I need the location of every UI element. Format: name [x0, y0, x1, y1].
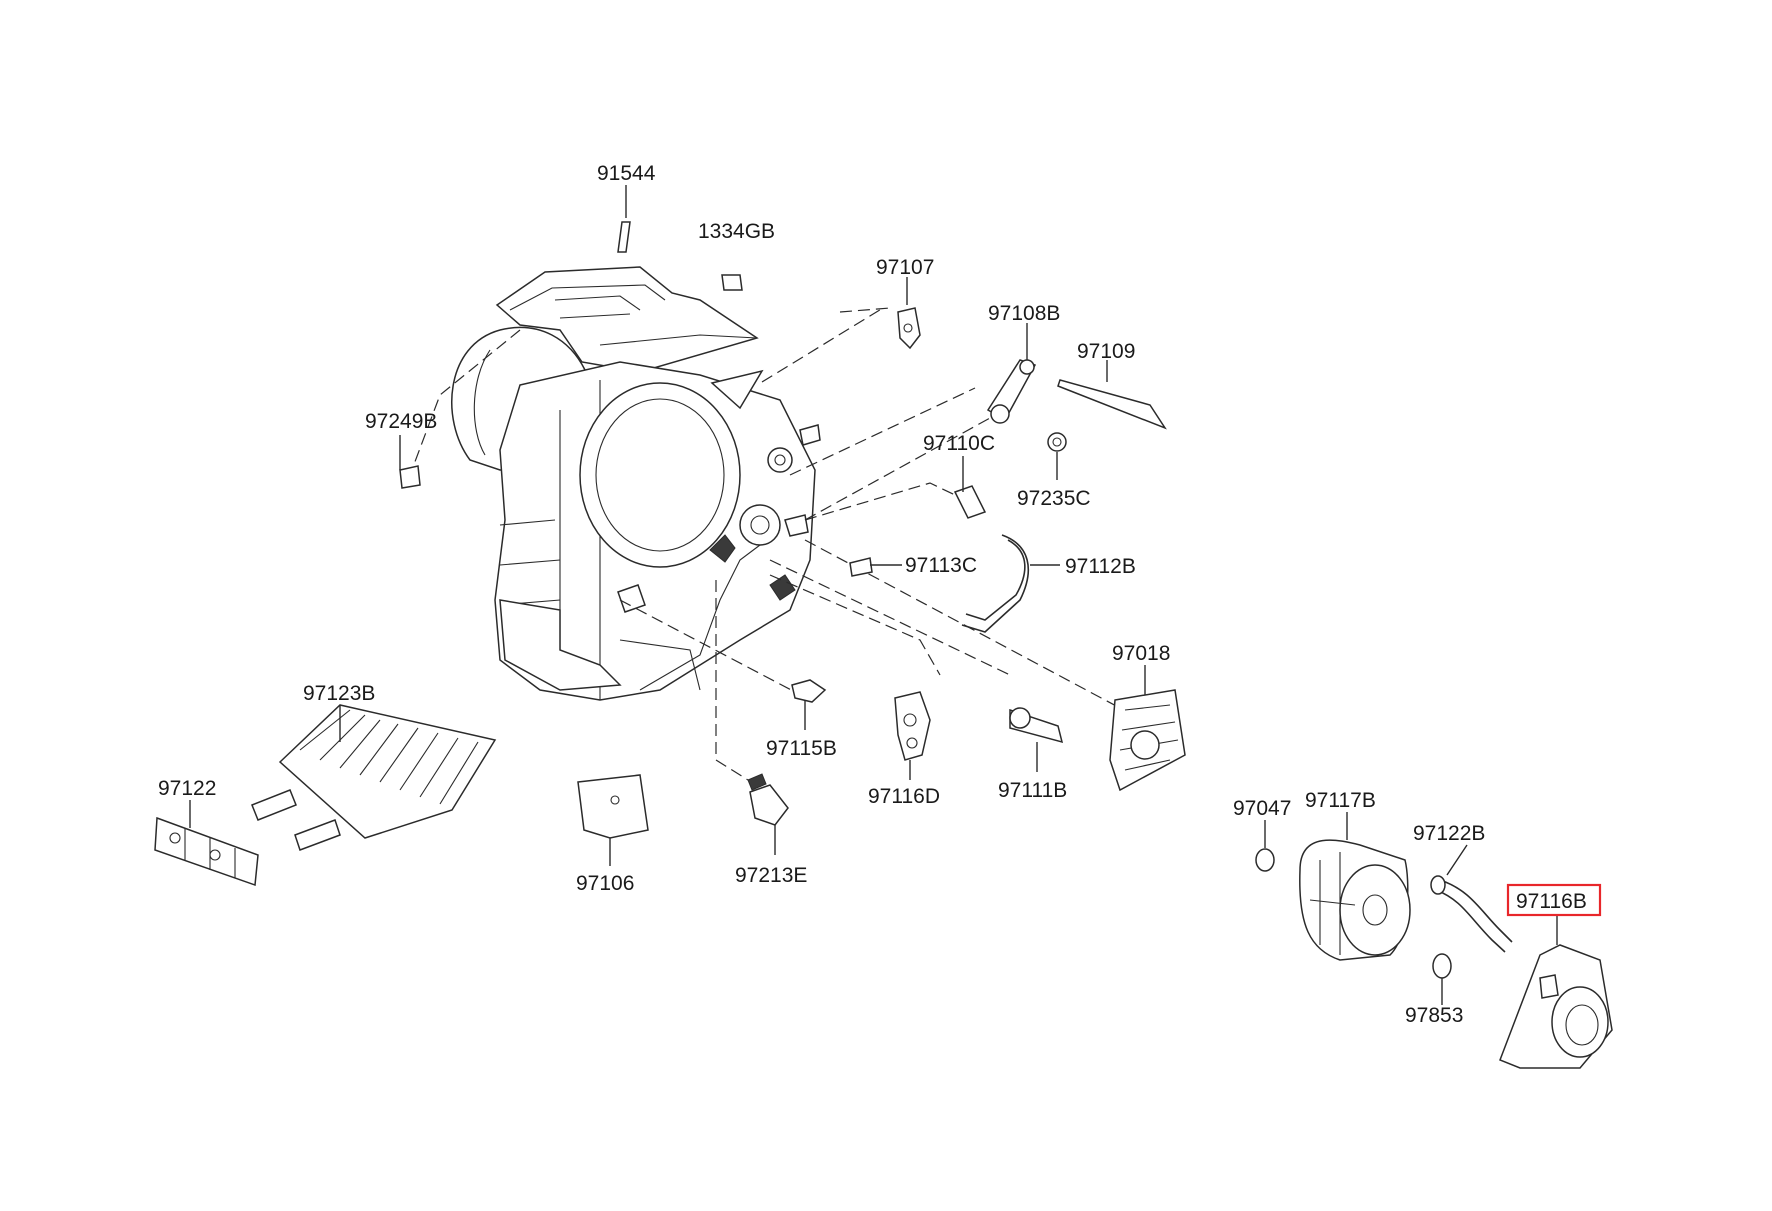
part-97122B-hose: [1430, 875, 1513, 953]
part-97108B-arm: [986, 359, 1037, 424]
part-97116D-arm: [894, 691, 931, 761]
label-1334GB[interactable]: 1334GB: [698, 220, 775, 243]
label-97109[interactable]: 97109: [1077, 340, 1135, 363]
label-97853[interactable]: 97853: [1405, 1004, 1463, 1027]
label-97116D[interactable]: 97116D: [868, 785, 940, 808]
label-97110C[interactable]: 97110C: [923, 432, 995, 455]
leader-lines: [189, 185, 1558, 1005]
label-97213E[interactable]: 97213E: [735, 864, 807, 887]
part-1334GB-clip: [721, 274, 743, 291]
part-labels: 91544 1334GB 97107 97108B 97109 97249B 9…: [158, 162, 1602, 1027]
part-97117B-fan: [1299, 839, 1411, 961]
part-97249B-clip: [399, 465, 421, 489]
label-97111B[interactable]: 97111B: [998, 779, 1067, 802]
part-97123B-heater-core: [251, 704, 497, 851]
part-97235C-nut: [1047, 432, 1067, 452]
label-97115B[interactable]: 97115B: [766, 737, 837, 760]
part-97110C-link: [953, 485, 987, 519]
part-97107-lever: [897, 307, 921, 350]
heater-housing: [451, 266, 821, 701]
part-97213E-actuator: [747, 773, 789, 826]
part-97047-washer: [1255, 848, 1275, 872]
part-97111B-link: [1009, 707, 1064, 744]
highlight-box: [1506, 883, 1602, 917]
label-97123B[interactable]: 97123B: [303, 682, 375, 705]
label-97122[interactable]: 97122: [158, 777, 216, 800]
label-97107[interactable]: 97107: [876, 256, 934, 279]
label-97108B[interactable]: 97108B: [988, 302, 1060, 325]
label-97018[interactable]: 97018: [1112, 642, 1170, 665]
label-97116B[interactable]: 97116B: [1516, 890, 1587, 913]
label-97117B[interactable]: 97117B: [1305, 789, 1376, 812]
part-97106-cover: [577, 774, 649, 839]
part-97115B-lever: [791, 679, 827, 703]
label-97106[interactable]: 97106: [576, 872, 634, 895]
label-97113C[interactable]: 97113C: [905, 554, 977, 577]
label-97047[interactable]: 97047: [1233, 797, 1291, 820]
part-97116B-motor: [1499, 944, 1613, 1069]
label-91544[interactable]: 91544: [597, 162, 656, 185]
part-97018-door: [1109, 689, 1186, 792]
label-97112B[interactable]: 97112B: [1065, 555, 1136, 578]
part-97113C-clip: [849, 557, 873, 577]
part-97109-rod: [1057, 379, 1167, 430]
label-97249B[interactable]: 97249B: [365, 410, 437, 433]
part-97853-oring: [1432, 953, 1452, 979]
label-97235C[interactable]: 97235C: [1017, 487, 1091, 510]
part-97122-bracket: [154, 816, 259, 887]
label-97122B[interactable]: 97122B: [1413, 822, 1485, 845]
part-91544-screw: [617, 221, 631, 253]
part-97112B-rod: [961, 534, 1030, 633]
